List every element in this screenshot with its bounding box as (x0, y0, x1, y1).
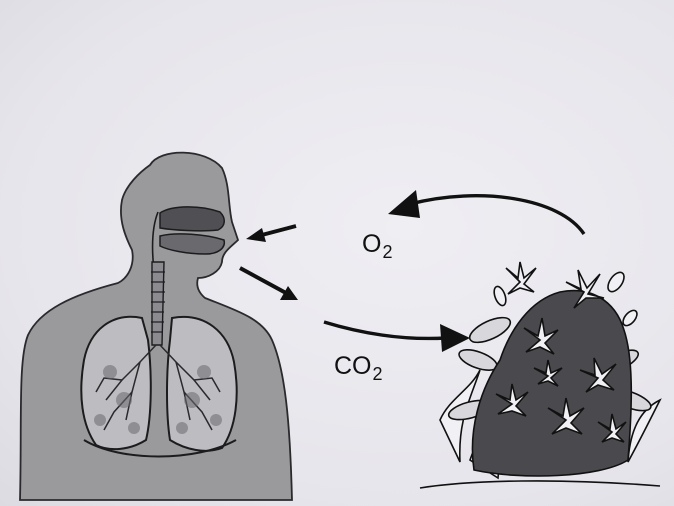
o2-label-subscript: 2 (382, 242, 392, 262)
ground (420, 481, 660, 488)
nasal-cavity (160, 207, 224, 231)
inhale-arrow (246, 226, 296, 242)
o2-label-main: O (362, 230, 381, 258)
co2-label: CO2 (334, 354, 383, 379)
o2-label: O2 (362, 232, 392, 257)
co2-curved-arrow (324, 322, 470, 352)
plant-illustration (420, 262, 660, 488)
o2-curved-arrow (388, 190, 584, 234)
exhale-arrow (240, 268, 298, 300)
human-figure (20, 153, 292, 500)
co2-label-main: CO (334, 352, 372, 380)
co2-label-subscript: 2 (373, 364, 383, 384)
